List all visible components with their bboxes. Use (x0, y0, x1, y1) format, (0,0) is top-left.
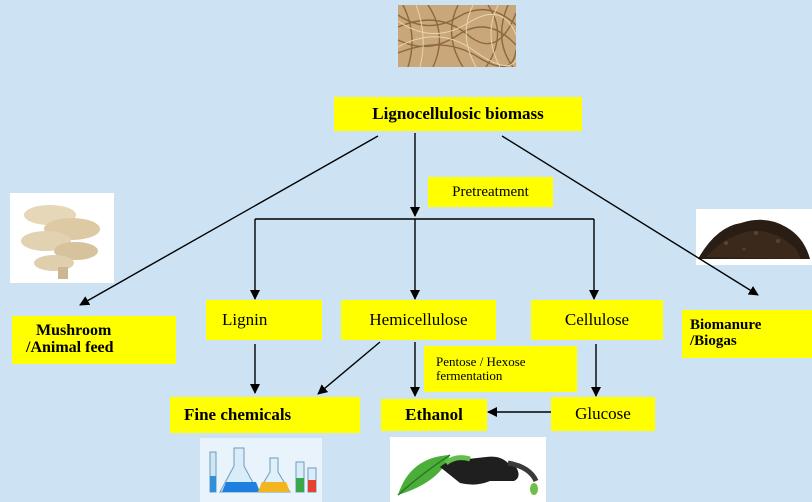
node-lignin: Lignin (206, 300, 322, 340)
fermentation-label-line2: fermentation (436, 369, 502, 383)
mushroom-label-line2: /Animal feed (26, 340, 114, 357)
arrow-to-biomanure (502, 136, 758, 295)
node-biomanure-biogas: Biomanure /Biogas (682, 310, 812, 358)
node-fine-chemicals: Fine chemicals (170, 397, 360, 433)
biomanure-label-line2: /Biogas (690, 334, 737, 350)
node-pretreatment: Pretreatment (428, 177, 553, 207)
fermentation-label-line1: Pentose / Hexose (436, 355, 526, 369)
arrow-hemicellulose-to-fine-chemicals (318, 342, 380, 394)
mushroom-label-line1: Mushroom (26, 323, 111, 340)
node-ethanol: Ethanol (381, 399, 487, 431)
node-pentose-hexose-fermentation: Pentose / Hexose fermentation (424, 346, 577, 392)
node-cellulose: Cellulose (531, 300, 663, 340)
node-lignocellulosic-biomass: Lignocellulosic biomass (334, 97, 582, 131)
biomanure-label-line1: Biomanure (690, 318, 761, 334)
node-glucose: Glucose (551, 397, 655, 431)
arrow-to-mushroom (80, 136, 378, 305)
node-mushroom-animal-feed: Mushroom /Animal feed (12, 316, 176, 364)
node-hemicellulose: Hemicellulose (341, 300, 496, 340)
